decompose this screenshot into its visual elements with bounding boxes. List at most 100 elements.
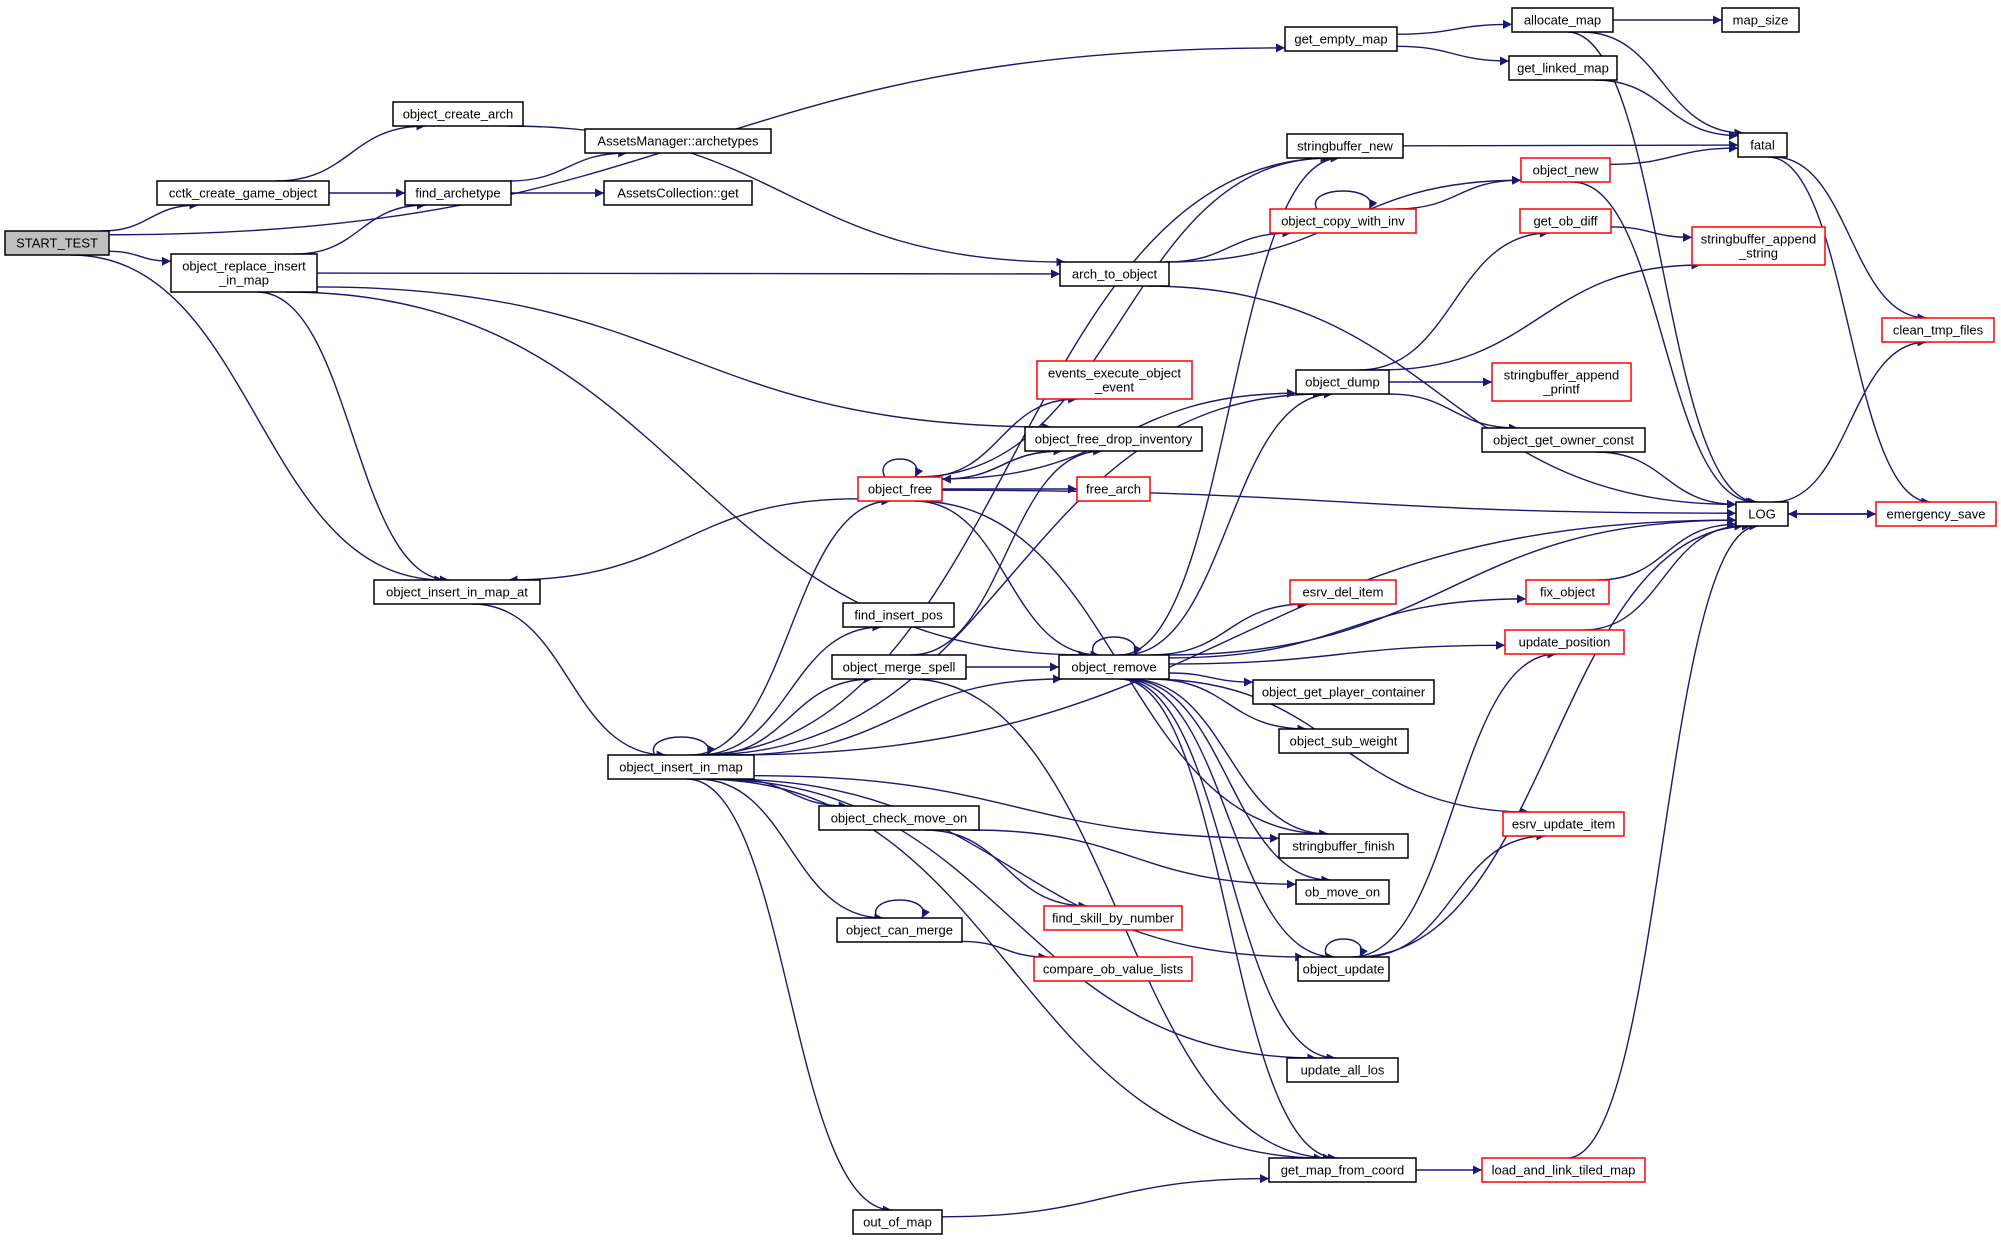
edge-path — [914, 500, 1100, 660]
edge-object_merge_spell-to-object_free_drop_inventory — [910, 446, 1103, 656]
node-object-replace-insert-in-map[interactable]: object_replace_insert_in_map — [170, 253, 318, 293]
edge-object_dump-to-get_ob_diff — [1359, 228, 1549, 371]
node-allocate-map[interactable]: allocate_map — [1511, 7, 1614, 33]
node-object-remove[interactable]: object_remove — [1058, 654, 1170, 680]
node-box — [1737, 132, 1788, 158]
edge-path — [707, 674, 873, 756]
node-object-get-player-container[interactable]: object_get_player_container — [1252, 679, 1435, 705]
edge-START_TEST-to-object_replace_insert_in_map — [108, 250, 172, 266]
node-out-of-map[interactable]: out_of_map — [852, 1209, 943, 1235]
node-box — [607, 754, 755, 780]
node-load-and-link-tiled-map[interactable]: load_and_link_tiled_map — [1481, 1157, 1646, 1183]
edge-fatal-to-emergency_save — [1768, 156, 1931, 507]
node-label: stringbuffer_append — [1504, 368, 1619, 383]
edge-path — [882, 458, 924, 478]
node-update-position[interactable]: update_position — [1504, 629, 1625, 655]
node-esrv-update-item[interactable]: esrv_update_item — [1502, 811, 1625, 837]
edge-object_check_move_on-to-find_skill_by_number — [924, 829, 1088, 911]
node-object-dump[interactable]: object_dump — [1295, 369, 1390, 395]
edge-object_insert_in_map-to-out_of_map — [686, 778, 892, 1215]
node-box — [392, 101, 524, 127]
node-start-test[interactable]: START_TEST — [4, 230, 110, 256]
node-box — [1278, 833, 1409, 859]
edge-path — [1123, 678, 1335, 962]
edge-object_replace_insert_in_map-to-object_free_drop_inventory — [316, 286, 1051, 432]
node-label: object_can_merge — [846, 923, 953, 938]
node-box — [1043, 905, 1183, 931]
node-object-copy-with-inv[interactable]: object_copy_with_inv — [1269, 208, 1417, 234]
node-object-new[interactable]: object_new — [1520, 157, 1611, 183]
node-arch-to-object[interactable]: arch_to_object — [1059, 261, 1170, 287]
node-box — [1735, 501, 1789, 527]
node-box — [1036, 360, 1193, 400]
node-box — [4, 230, 110, 256]
node-get-map-from-coord[interactable]: get_map_from_coord — [1268, 1157, 1417, 1183]
node-stringbuffer-new[interactable]: stringbuffer_new — [1286, 133, 1404, 159]
node-object-sub-weight[interactable]: object_sub_weight — [1278, 728, 1409, 754]
node-box — [1520, 157, 1611, 183]
node-ob-move-on[interactable]: ob_move_on — [1295, 879, 1390, 905]
node-get-empty-map[interactable]: get_empty_map — [1284, 26, 1398, 52]
node-box — [1502, 811, 1625, 837]
node-emergency-save[interactable]: emergency_save — [1875, 501, 1997, 527]
node-events-execute-object-event[interactable]: events_execute_object_event — [1036, 360, 1193, 400]
edge-object_remove-to-object_dump — [1123, 389, 1333, 656]
node-assetscollection-get[interactable]: AssetsCollection::get — [603, 180, 753, 206]
node-box — [1295, 879, 1390, 905]
edge-object_remove-to-update_position — [1168, 640, 1506, 665]
node-label: LOG — [1748, 507, 1775, 522]
edge-load_and_link_tiled_map-to-LOG — [1567, 521, 1759, 1159]
edge-object_insert_in_map-to-object_free — [690, 496, 891, 756]
node-object-can-merge[interactable]: object_can_merge — [836, 917, 963, 943]
node-label: load_and_link_tiled_map — [1492, 1163, 1636, 1178]
node-stringbuffer-append-printf[interactable]: stringbuffer_append_printf — [1491, 362, 1632, 402]
node-compare-ob-value-lists[interactable]: compare_ob_value_lists — [1033, 956, 1193, 982]
node-label: _in_map — [218, 273, 269, 288]
node-object-insert-in-map[interactable]: object_insert_in_map — [607, 754, 755, 780]
node-box — [1504, 629, 1625, 655]
node-get-ob-diff[interactable]: get_ob_diff — [1519, 208, 1612, 234]
node-object-free-drop-inventory[interactable]: object_free_drop_inventory — [1024, 426, 1203, 452]
node-cctk-create-game-object[interactable]: cctk_create_game_object — [156, 180, 330, 206]
edge-object_remove-to-update_all_los — [1120, 678, 1336, 1063]
node-object-check-move-on[interactable]: object_check_move_on — [818, 805, 980, 831]
edge-path — [1402, 140, 1739, 150]
node-get-linked-map[interactable]: get_linked_map — [1508, 55, 1618, 81]
node-find-archetype[interactable]: find_archetype — [404, 180, 512, 206]
node-assetsmanager-archetypes[interactable]: AssetsManager::archetypes — [584, 128, 772, 154]
edge-arch_to_object-to-LOG — [1146, 285, 1737, 509]
edge-object_remove-to-fix_object — [1168, 594, 1527, 659]
node-fatal[interactable]: fatal — [1737, 132, 1788, 158]
node-object-get-owner-const[interactable]: object_get_owner_const — [1481, 427, 1646, 453]
edge-path — [1594, 79, 1739, 141]
edge-path — [1609, 143, 1739, 166]
edge-object_free-to-object_free — [882, 458, 924, 478]
node-log[interactable]: LOG — [1735, 501, 1789, 527]
node-label: object_dump — [1305, 375, 1379, 390]
edge-path — [1119, 678, 1338, 1163]
node-update-all-los[interactable]: update_all_los — [1286, 1057, 1399, 1083]
node-stringbuffer-finish[interactable]: stringbuffer_finish — [1278, 833, 1409, 859]
edge-object_insert_in_map-to-update_all_los — [707, 778, 1317, 1063]
edge-path — [1354, 521, 1751, 958]
edge-path — [1168, 594, 1527, 659]
node-box — [1286, 133, 1404, 159]
node-stringbuffer-append-string[interactable]: stringbuffer_append_string — [1691, 226, 1826, 266]
node-esrv-del-item[interactable]: esrv_del_item — [1289, 579, 1397, 605]
edge-arch_to_object-to-object_copy_with_inv — [1166, 228, 1292, 263]
node-object-create-arch[interactable]: object_create_arch — [392, 101, 524, 127]
node-box — [1481, 427, 1646, 453]
node-object-update[interactable]: object_update — [1297, 956, 1390, 982]
node-map-size[interactable]: map_size — [1721, 7, 1800, 33]
node-object-insert-in-map-at[interactable]: object_insert_in_map_at — [373, 579, 541, 605]
edge-path — [1126, 678, 1331, 885]
node-find-skill-by-number[interactable]: find_skill_by_number — [1043, 905, 1183, 931]
node-fix-object[interactable]: fix_object — [1525, 579, 1610, 605]
node-label: get_empty_map — [1294, 32, 1387, 47]
node-object-free[interactable]: object_free — [857, 476, 943, 502]
node-find-insert-pos[interactable]: find_insert_pos — [842, 602, 955, 628]
node-object-merge-spell[interactable]: object_merge_spell — [831, 654, 967, 680]
node-label: arch_to_object — [1072, 267, 1158, 282]
node-free-arch[interactable]: free_arch — [1076, 476, 1151, 502]
node-clean-tmp-files[interactable]: clean_tmp_files — [1881, 317, 1995, 343]
